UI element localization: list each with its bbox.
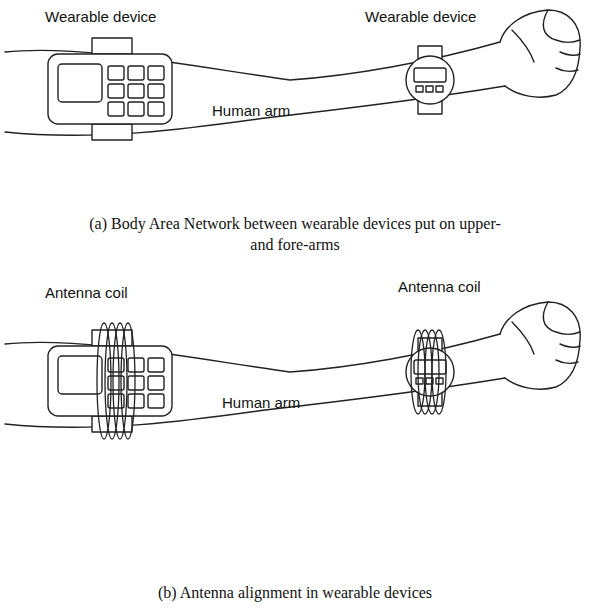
device-label: Wearable device	[45, 8, 156, 25]
device-label: Wearable device	[365, 8, 476, 25]
arm-label: Human arm	[222, 394, 300, 411]
coil-winding	[97, 323, 111, 439]
coil-winding	[105, 323, 119, 439]
coil-winding	[121, 323, 135, 439]
coil-label: Antenna coil	[398, 278, 481, 295]
caption: (b) Antenna alignment in wearable device…	[80, 583, 510, 604]
coil-winding	[113, 323, 127, 439]
coil-winding	[432, 330, 446, 414]
caption: (a) Body Area Network between wearable d…	[80, 214, 510, 256]
arm-label: Human arm	[212, 102, 290, 119]
coil-label: Antenna coil	[45, 284, 128, 301]
antenna-coil	[97, 323, 446, 439]
